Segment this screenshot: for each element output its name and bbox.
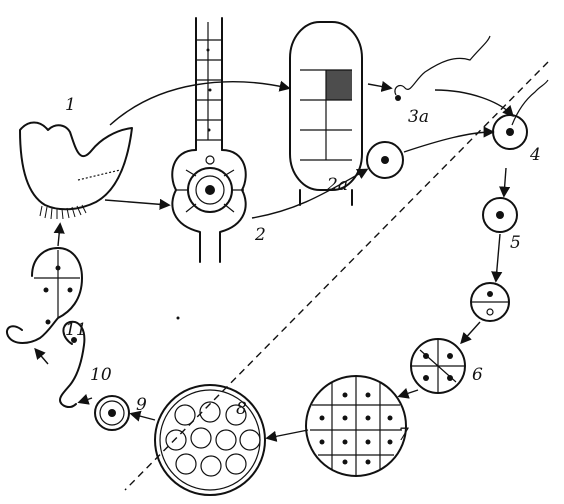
four-cell-stage — [411, 339, 465, 393]
sperm-figure — [395, 36, 490, 101]
label-3a: 3a — [408, 107, 429, 127]
label-7: 7 — [398, 425, 409, 445]
label-6: 6 — [472, 365, 483, 385]
stray-dot — [177, 317, 180, 320]
label-8: 8 — [236, 399, 247, 419]
dividing-dashed-line — [125, 62, 548, 490]
sporangium-figure — [155, 385, 265, 495]
label-9: 9 — [136, 395, 147, 415]
many-cell-stage — [306, 376, 406, 476]
label-2: 2 — [254, 225, 266, 245]
zygote-figure — [483, 198, 517, 232]
label-5: 5 — [510, 233, 521, 253]
egg-figure — [367, 142, 403, 178]
prothallus-figure — [20, 123, 132, 220]
label-2a: 2a — [326, 175, 348, 195]
label-11: 11 — [65, 320, 87, 340]
label-4: 4 — [529, 145, 541, 165]
spore-figure — [95, 396, 129, 430]
label-1: 1 — [65, 95, 76, 115]
archegonium-figure — [172, 18, 245, 262]
two-cell-stage — [471, 283, 509, 321]
label-10: 10 — [90, 365, 112, 385]
